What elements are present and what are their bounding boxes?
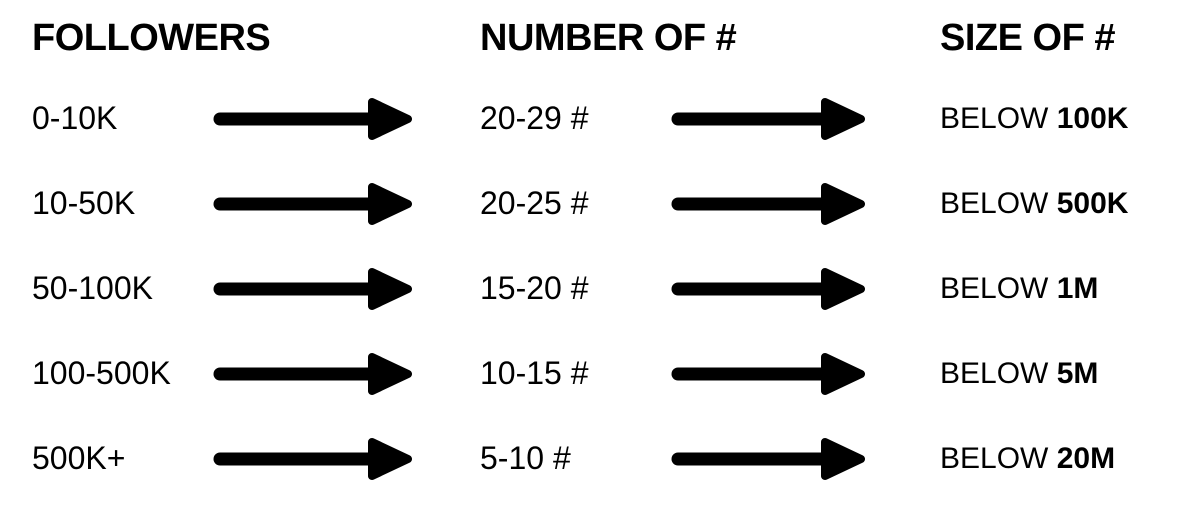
followers-range: 100-500K xyxy=(32,355,171,391)
right-arrow-icon xyxy=(670,246,868,331)
hashtag-size-value: 5M xyxy=(1056,356,1099,390)
hashtag-count-range: 10-15 # xyxy=(480,355,589,391)
hashtag-size-prefix: BELOW xyxy=(940,356,1049,390)
right-arrow-icon xyxy=(212,331,415,416)
hashtag-count-range: 5-10 # xyxy=(480,440,571,476)
column-header-number-of-hashtags: NUMBER OF # xyxy=(480,16,737,59)
right-arrow-icon xyxy=(670,331,868,416)
hashtag-count-range: 20-25 # xyxy=(480,185,589,221)
hashtag-size: BELOW 500K xyxy=(940,161,1172,246)
right-arrow-icon xyxy=(670,76,868,161)
hashtag-size-value: 20M xyxy=(1056,441,1116,475)
hashtag-size-prefix: BELOW xyxy=(940,271,1049,305)
hashtag-size-value: 100K xyxy=(1056,101,1129,135)
hashtag-size: BELOW 1M xyxy=(940,246,1172,331)
right-arrow-icon xyxy=(670,416,868,501)
column-header-size-of-hashtags: SIZE OF # xyxy=(940,16,1115,59)
right-arrow-icon xyxy=(212,161,415,246)
followers-range: 50-100K xyxy=(32,270,153,306)
followers-range: 0-10K xyxy=(32,100,118,136)
hashtag-size-prefix: BELOW xyxy=(940,441,1049,475)
hashtag-size: BELOW 5M xyxy=(940,331,1172,416)
hashtag-count-range: 15-20 # xyxy=(480,270,589,306)
followers-range: 500K+ xyxy=(32,440,126,476)
followers-range: 10-50K xyxy=(32,185,136,221)
hashtag-size-prefix: BELOW xyxy=(940,186,1049,220)
right-arrow-icon xyxy=(212,416,415,501)
hashtag-size: BELOW 100K xyxy=(940,76,1172,161)
hashtag-size-value: 1M xyxy=(1056,271,1099,305)
hashtag-count-range: 20-29 # xyxy=(480,100,589,136)
right-arrow-icon xyxy=(212,246,415,331)
hashtag-size-prefix: BELOW xyxy=(940,101,1049,135)
hashtag-size: BELOW 20M xyxy=(940,416,1172,501)
right-arrow-icon xyxy=(212,76,415,161)
column-header-followers: FOLLOWERS xyxy=(32,16,271,59)
right-arrow-icon xyxy=(670,161,868,246)
hashtag-size-value: 500K xyxy=(1056,186,1129,220)
